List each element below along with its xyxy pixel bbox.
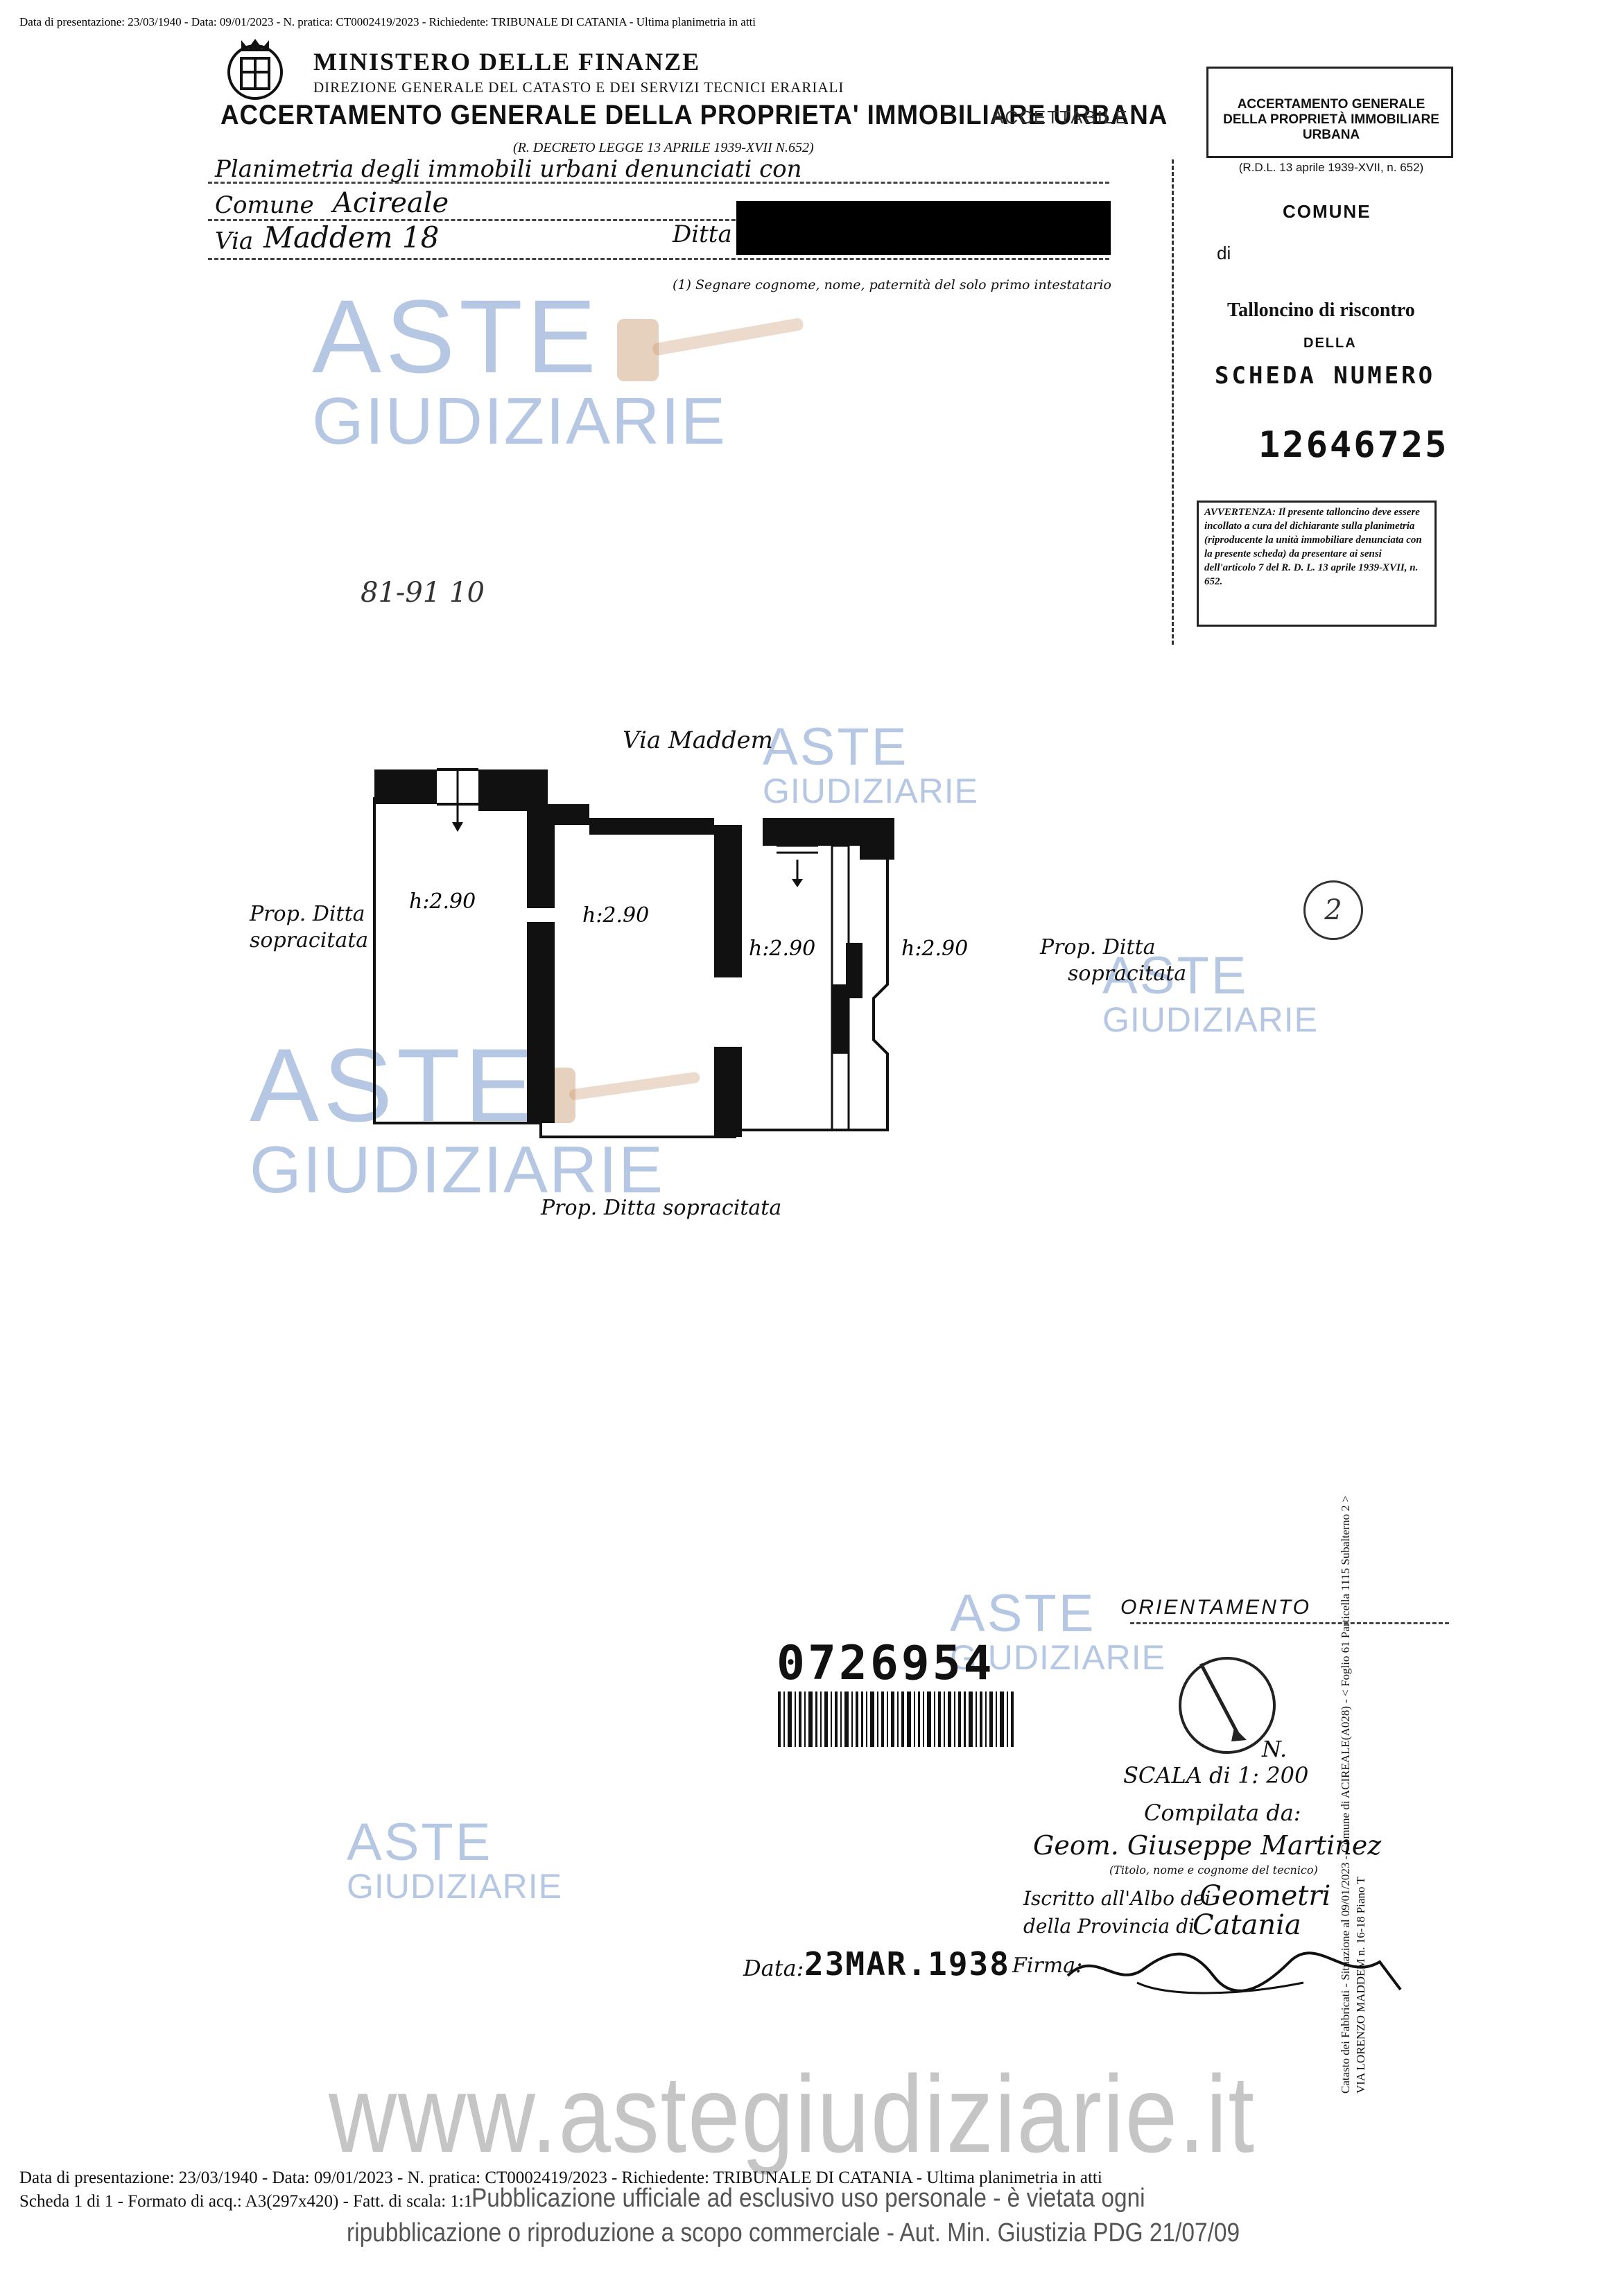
gavel-watermark-icon: [617, 318, 804, 381]
albo-value: Geometri: [1199, 1880, 1331, 1912]
left-neighbor-label: Prop. Ditta sopracitata: [250, 901, 368, 954]
room-height-label: h:2.90: [901, 937, 968, 961]
neighbor-line: Prop. Ditta: [250, 902, 365, 926]
redaction-bar: [736, 201, 1111, 255]
form-rule-3: [208, 258, 1109, 260]
aste-watermark-4: ASTE GIUDIZIARIE: [250, 1033, 664, 1203]
room-height-label: h:2.90: [582, 903, 649, 928]
watermark-aste: ASTE: [950, 1584, 1096, 1643]
right-neighbor-label: Prop. Ditta sopracitata: [1040, 934, 1186, 987]
via-label: Via: [215, 227, 254, 255]
neighbor-line: sopracitata: [250, 928, 369, 953]
north-label: N.: [1262, 1736, 1288, 1762]
floor-plan: h:2.90 h:2.90 h:2.90 h:2.90: [373, 768, 968, 1138]
ditta-footnote: (1) Segnare cognome, nome, paternità del…: [673, 277, 1111, 293]
vertical-line-1: Catasto dei Fabbricati - Situazione al 0…: [1339, 1495, 1352, 2094]
watermark-aste: ASTE: [763, 718, 909, 776]
top-info-line: Data di presentazione: 23/03/1940 - Data…: [19, 15, 756, 28]
iscritto-label: Iscritto all'Albo dei: [1023, 1887, 1211, 1910]
aste-watermark-2: ASTE GIUDIZIARIE: [763, 718, 979, 810]
publication-notice-1: Pubblicazione ufficiale ad esclusivo uso…: [471, 2184, 1145, 2213]
vertical-line-2: VIA LORENZO MADDEM n. 16-18 Piano T: [1354, 1877, 1367, 2094]
watermark-aste: ASTE: [347, 1813, 493, 1872]
form-rule-2: [208, 219, 1109, 221]
watermark-giudiziarie: GIUDIZIARIE: [1102, 1000, 1319, 1039]
aste-watermark-3: ASTE GIUDIZIARIE: [1102, 946, 1319, 1039]
watermark-aste: ASTE: [1102, 946, 1249, 1005]
provincia-label: della Provincia di: [1023, 1915, 1195, 1938]
stub-della: DELLA: [1303, 336, 1357, 351]
neighbor-line: Prop. Ditta: [1040, 935, 1156, 959]
footer-line-2: Scheda 1 di 1 - Formato di acq.: A3(297x…: [19, 2192, 473, 2211]
stub-di: di: [1217, 243, 1231, 263]
compilata-label: Compilata da:: [1144, 1800, 1301, 1826]
plan-street-label: Via Maddem: [623, 727, 773, 754]
provincia-value: Catania: [1193, 1909, 1301, 1941]
watermark-aste: ASTE: [250, 1027, 538, 1143]
aste-watermark-1: ASTE GIUDIZIARIE: [312, 284, 727, 455]
stub-avvertenza: AVVERTENZA: Il presente talloncino deve …: [1197, 501, 1437, 627]
orientamento-rule: [1130, 1622, 1449, 1624]
signature-icon: [1066, 1951, 1402, 1994]
aste-watermark-6: ASTE GIUDIZIARIE: [347, 1816, 562, 1904]
decreto-reference: (R. DECRETO LEGGE 13 APRILE 1939-XVII N.…: [513, 140, 814, 155]
vertical-cadastral-text: Catasto dei Fabbricati - Situazione al 0…: [1338, 1054, 1369, 2094]
north-arrow-icon: [1179, 1657, 1276, 1754]
circled-mark: 2: [1303, 880, 1363, 940]
watermark-giudiziarie: GIUDIZIARIE: [312, 384, 727, 458]
stub-talloncino: Talloncino di riscontro: [1227, 299, 1415, 321]
orientamento-label: ORIENTAMENTO: [1120, 1596, 1311, 1619]
accertamento-heading: ACCERTAMENTO GENERALE DELLA PROPRIETA' I…: [220, 100, 1168, 130]
stub-title: ACCERTAMENTO GENERALE DELLA PROPRIETÀ IM…: [1223, 97, 1439, 142]
aste-watermark-5: ASTE GIUDIZIARIE: [950, 1584, 1166, 1677]
watermark-giudiziarie: GIUDIZIARIE: [250, 1133, 665, 1207]
stub-rdl: (R.D.L. 13 aprile 1939-XVII, n. 652): [1238, 161, 1424, 174]
handwritten-scribble: 81-91 10: [361, 577, 485, 609]
tecnico-caption: (Titolo, nome e cognome del tecnico): [1109, 1863, 1318, 1877]
state-emblem-icon: [227, 39, 283, 100]
accettabile-stamp: ACCETTABILE: [991, 107, 1129, 128]
data-label: Data:: [743, 1955, 804, 1981]
form-rule-1: [208, 182, 1109, 184]
direzione-heading: DIREZIONE GENERALE DEL CATASTO E DEI SER…: [313, 79, 844, 96]
comune-value: Acireale: [333, 187, 449, 219]
scala-label: SCALA di 1: 200: [1123, 1762, 1309, 1789]
watermark-aste: ASTE: [312, 278, 600, 394]
stub-scheda-label: SCHEDA NUMERO: [1215, 362, 1436, 390]
publication-notice-2: ripubblicazione o riproduzione a scopo c…: [347, 2218, 1240, 2247]
bottom-neighbor-label: Prop. Ditta sopracitata: [541, 1196, 782, 1220]
stub-cut-line: [1172, 159, 1174, 645]
neighbor-line: sopracitata: [1068, 962, 1187, 986]
room-height-label: h:2.90: [409, 889, 476, 914]
watermark-giudiziarie: GIUDIZIARIE: [763, 772, 979, 810]
via-value: Maddem 18: [263, 220, 440, 254]
data-stamp: 23MAR.1938: [804, 1945, 1010, 1983]
watermark-giudiziarie: GIUDIZIARIE: [347, 1867, 563, 1906]
stub-header-box: [1206, 67, 1453, 158]
barcode-number: 0726954: [777, 1636, 995, 1691]
comune-label: Comune: [215, 191, 314, 219]
ditta-label: Ditta: [673, 220, 732, 248]
stub-scheda-number: 12646725: [1258, 424, 1449, 466]
footer-line-1: Data di presentazione: 23/03/1940 - Data…: [19, 2168, 1102, 2187]
stub-comune: COMUNE: [1283, 201, 1371, 222]
watermark-giudiziarie: GIUDIZIARIE: [950, 1638, 1166, 1677]
planimetria-label: Planimetria degli immobili urbani denunc…: [215, 155, 802, 183]
tecnico-name: Geom. Giuseppe Martinez: [1033, 1830, 1382, 1861]
ministero-heading: MINISTERO DELLE FINANZE: [313, 48, 701, 76]
room-height-label: h:2.90: [749, 937, 815, 961]
site-watermark: www.astegiudiziarie.it: [329, 2053, 1256, 2175]
barcode-icon: [778, 1691, 1014, 1747]
